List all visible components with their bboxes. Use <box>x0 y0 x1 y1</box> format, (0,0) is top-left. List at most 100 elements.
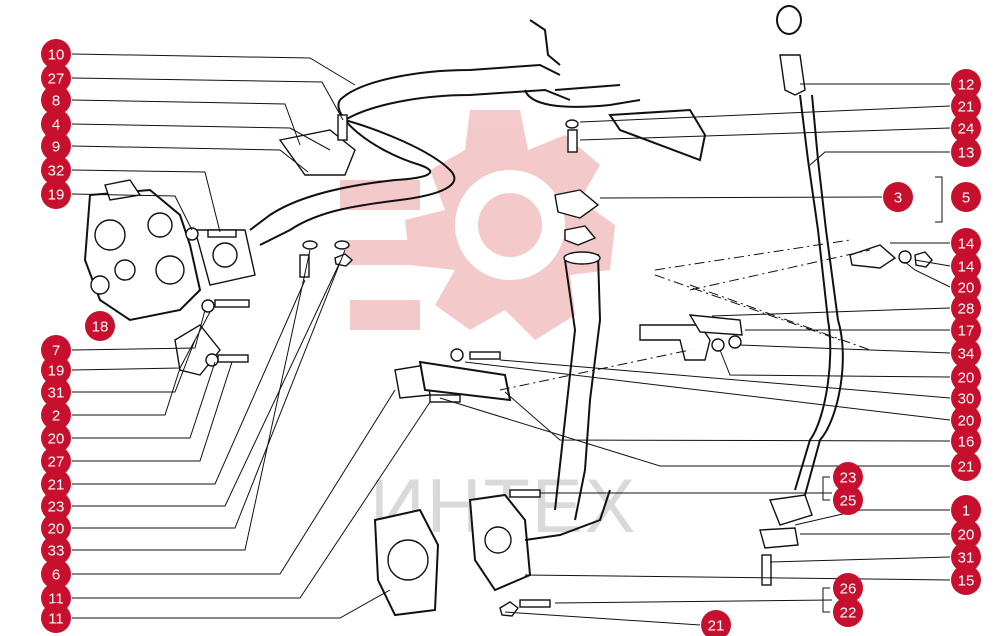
callout-badge <box>85 311 115 341</box>
callout-13: 13 <box>951 137 981 167</box>
callout-label: 20 <box>958 370 975 387</box>
callout-14: 14 <box>951 228 981 258</box>
callout-badge <box>951 405 981 435</box>
callout-badge <box>951 272 981 302</box>
callout-badge <box>41 109 71 139</box>
callout-19: 19 <box>41 179 71 209</box>
callout-label: 26 <box>840 581 857 598</box>
callout-badge <box>701 610 731 636</box>
pedal-pad <box>608 108 707 162</box>
leader-line <box>71 53 356 86</box>
callout-4: 4 <box>41 109 71 139</box>
leader-line <box>72 361 233 462</box>
callout-badge <box>833 573 863 603</box>
clip-parts <box>554 119 600 246</box>
callout-18: 18 <box>85 311 115 341</box>
callout-15: 15 <box>951 565 981 595</box>
callout-badge <box>951 426 981 456</box>
callout-8: 8 <box>41 85 71 115</box>
leader-line <box>464 361 951 421</box>
leader-line <box>439 397 950 467</box>
callout-badge <box>951 495 981 525</box>
leader-line <box>524 574 951 581</box>
callout-21: 21 <box>41 469 71 499</box>
leader-line <box>72 279 306 485</box>
callout-badge <box>41 63 71 93</box>
callout-label: 15 <box>958 573 975 590</box>
callout-label: 7 <box>52 343 60 360</box>
callout-label: 21 <box>48 477 65 494</box>
callout-33: 33 <box>41 535 71 565</box>
callout-label: 32 <box>48 163 65 180</box>
leader-line <box>72 339 196 393</box>
callout-label: 4 <box>52 117 60 134</box>
throttle-cable <box>759 5 844 586</box>
callout-1: 1 <box>951 495 981 525</box>
callout-label: 9 <box>52 139 60 156</box>
leader-line <box>769 556 951 563</box>
callout-28: 28 <box>951 293 981 323</box>
callout-12: 12 <box>951 69 981 99</box>
callout-19: 19 <box>41 355 71 385</box>
callout-24: 24 <box>951 113 981 143</box>
callout-label: 33 <box>48 543 65 560</box>
callout-23: 23 <box>41 491 71 521</box>
callout-label: 21 <box>708 618 725 635</box>
callout-label: 16 <box>958 434 975 451</box>
callout-badge <box>951 91 981 121</box>
group-brackets <box>822 176 943 613</box>
callout-label: 27 <box>48 454 65 471</box>
callout-3: 3 <box>883 182 913 212</box>
callout-26: 26 <box>833 573 863 603</box>
leader-line <box>72 249 311 551</box>
callout-label: 10 <box>48 47 65 64</box>
callout-badge <box>951 69 981 99</box>
callout-label: 13 <box>958 145 975 162</box>
callout-badge <box>951 293 981 323</box>
callout-badge <box>951 228 981 258</box>
callout-badge <box>951 519 981 549</box>
callout-label: 30 <box>958 391 975 408</box>
leader-line <box>71 169 221 233</box>
callout-2: 2 <box>41 400 71 430</box>
callout-badge <box>41 446 71 476</box>
callout-badge <box>951 251 981 281</box>
callout-20: 20 <box>951 405 981 435</box>
gasket-plate <box>373 508 440 617</box>
callout-30: 30 <box>951 383 981 413</box>
callout-badge <box>833 462 863 492</box>
callout-21: 21 <box>701 610 731 636</box>
callout-badge <box>41 535 71 565</box>
callout-label: 24 <box>958 121 975 138</box>
callout-badge <box>951 182 981 212</box>
callout-badge <box>951 362 981 392</box>
leader-line <box>72 361 216 439</box>
callout-label: 34 <box>958 346 975 363</box>
callout-badge <box>951 383 981 413</box>
callout-badge <box>41 513 71 543</box>
callout-badge <box>41 179 71 209</box>
callout-label: 1 <box>962 503 970 520</box>
callout-badge <box>41 155 71 185</box>
callout-badge <box>951 113 981 143</box>
callout-label: 22 <box>840 605 857 622</box>
leader-line <box>71 145 309 173</box>
leader-line <box>72 249 346 529</box>
callout-badge <box>41 423 71 453</box>
callout-label: 12 <box>958 77 975 94</box>
callout-badge <box>41 559 71 589</box>
callout-label: 20 <box>48 431 65 448</box>
callout-label: 23 <box>840 470 857 487</box>
callout-badge <box>41 131 71 161</box>
callout-31: 31 <box>951 542 981 572</box>
callout-badge <box>833 485 863 515</box>
callout-label: 17 <box>958 323 975 340</box>
callout-34: 34 <box>951 338 981 368</box>
callout-11: 11 <box>41 603 71 633</box>
callout-20: 20 <box>41 513 71 543</box>
callout-20: 20 <box>41 423 71 453</box>
callout-label: 11 <box>48 591 64 608</box>
callout-20: 20 <box>951 272 981 302</box>
callout-label: 31 <box>958 550 975 567</box>
